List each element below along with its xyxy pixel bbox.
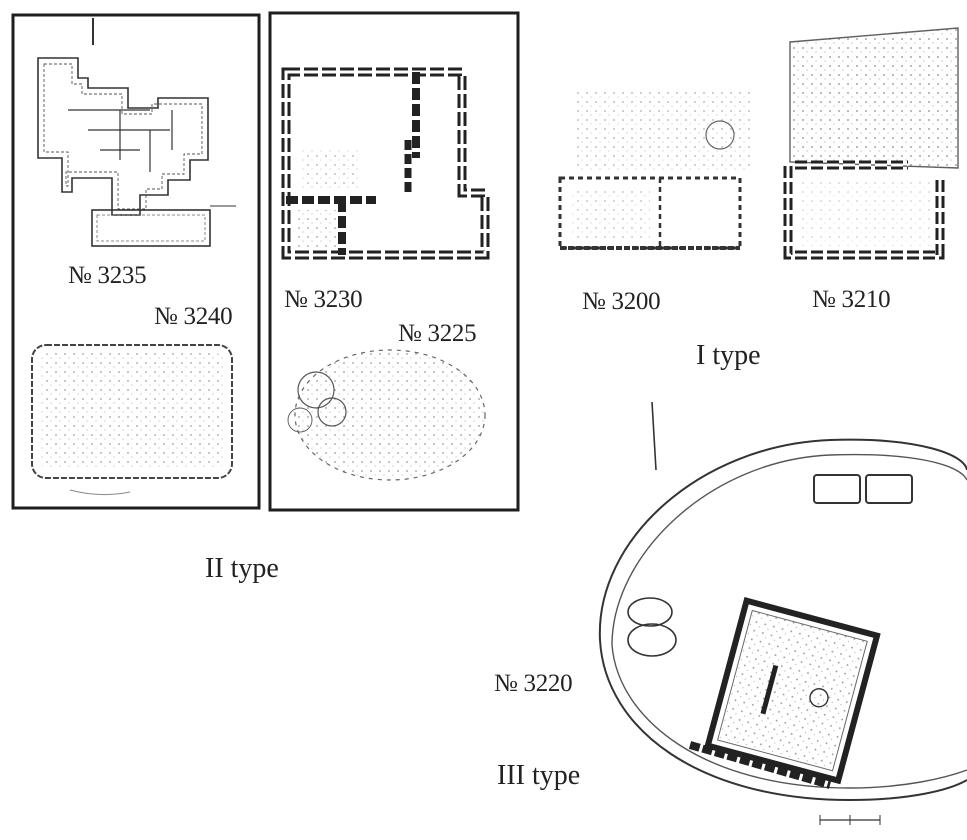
plan-3225 xyxy=(287,349,486,481)
label-3225: № 3225 xyxy=(398,320,477,347)
label-3200: № 3200 xyxy=(582,288,661,315)
label-3240: № 3240 xyxy=(154,303,233,330)
label-3235: № 3235 xyxy=(68,262,147,289)
plan-3240 xyxy=(31,344,233,496)
type2-left-frame xyxy=(11,13,261,510)
label-3210: № 3210 xyxy=(812,286,891,313)
label-3220: № 3220 xyxy=(494,670,573,697)
type-3-label: III type xyxy=(497,760,581,791)
plan-3210 xyxy=(783,27,959,260)
label-3230: № 3230 xyxy=(284,286,363,313)
type-1-label: I type xyxy=(696,340,761,371)
plan-3230 xyxy=(281,67,490,260)
plan-3200 xyxy=(558,92,751,250)
plan-3235 xyxy=(37,18,236,247)
type-2-label: II type xyxy=(205,553,279,584)
type2-right-frame xyxy=(268,11,520,512)
plan-3220 xyxy=(598,401,967,825)
